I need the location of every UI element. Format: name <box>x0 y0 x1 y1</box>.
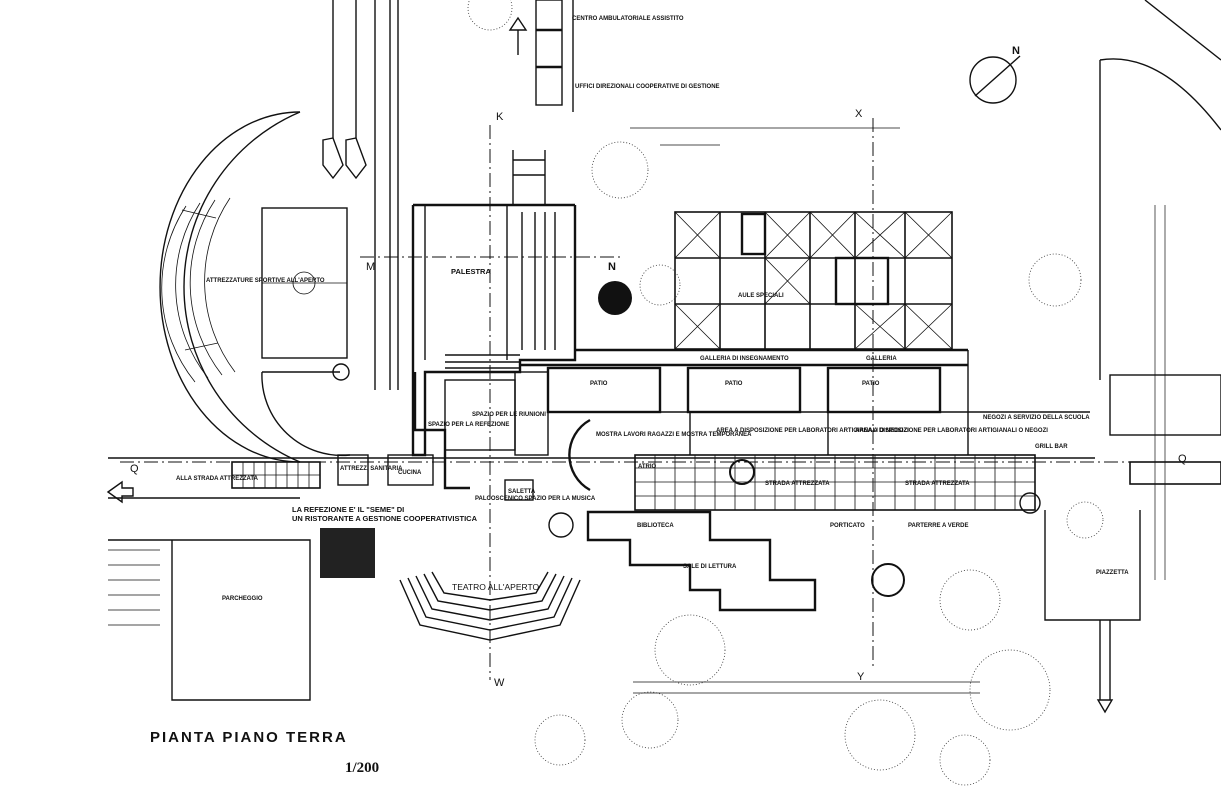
saletta-label: SALETTA <box>508 489 536 495</box>
plan-scale: 1/200 <box>345 760 379 776</box>
attrezzature-label: ATTREZZATURE SPORTIVE ALL'APERTO <box>206 278 325 284</box>
section-k: K <box>496 111 504 123</box>
patio-2-label: PATIO <box>725 381 743 387</box>
section-w: W <box>494 677 505 689</box>
north-label: N <box>1012 45 1020 57</box>
central-rooms: SPAZIO PER LA REFEZIONE SPAZIO PER LE RI… <box>413 371 1090 492</box>
aule-speciali: AULE SPECIALI <box>674 211 953 350</box>
area-lab-1-label: AREA A DISPOSIZIONE PER LABORATORI ARTIG… <box>716 428 909 434</box>
galleria-ins-label: GALLERIA DI INSEGNAMENTO <box>700 356 789 362</box>
teatro-label: TEATRO ALL'APERTO <box>452 582 540 592</box>
refezione-line-1: LA REFEZIONE E' IL "SEME" DI <box>292 505 404 514</box>
spazio-refezione-label: SPAZIO PER LA REFEZIONE <box>428 422 509 428</box>
section-lines: K X M Q Q W Y <box>120 16 1190 694</box>
area-lab-2-label: AREA A DISPOSIZIONE PER LABORATORI ARTIG… <box>855 428 1048 434</box>
refezione-line-2: UN RISTORANTE A GESTIONE COOPERATIVISTIC… <box>292 514 478 523</box>
strada-left-label: ALLA STRADA ATTREZZATA <box>176 476 259 482</box>
vegetation <box>467 0 1104 786</box>
sports-area: ATTREZZATURE SPORTIVE ALL'APERTO <box>159 0 399 463</box>
parcheggio-label: PARCHEGGIO <box>222 596 263 602</box>
centro-label: CENTRO AMBULATORIALE ASSISTITO <box>572 16 684 22</box>
biblioteca-block: BIBLIOTECA SALE DI LETTURA PORTICATO PAR… <box>548 510 968 612</box>
mostra-label: MOSTRA LAVORI RAGAZZI E MOSTRA TEMPORANE… <box>596 432 752 438</box>
plan-title: PIANTA PIANO TERRA <box>150 729 348 746</box>
parterre-label: PARTERRE A VERDE <box>908 523 968 529</box>
biblioteca-label: BIBLIOTECA <box>637 523 674 529</box>
uffici-label: UFFICI DIREZIONALI COOPERATIVE DI GESTIO… <box>575 84 720 90</box>
tree-dark <box>598 281 905 597</box>
strada-mid-label: STRADA ATTREZZATA <box>765 481 830 487</box>
north-arrow: N N <box>608 45 1021 273</box>
section-y: Y <box>857 671 865 683</box>
palcoscenico-label: PALCOSCENICO SPAZIO PER LA MUSICA <box>475 496 596 502</box>
grill-label: GRILL BAR <box>1035 444 1068 450</box>
parcheggio: PARCHEGGIO <box>108 539 311 701</box>
section-q-left: Q <box>130 463 139 475</box>
section-x: X <box>855 108 863 120</box>
section-m: M <box>366 261 375 273</box>
piazzetta-label: PIAZZETTA <box>1096 570 1129 576</box>
attrezz-label: ATTREZZ. SANITARIA <box>340 466 403 472</box>
north-label-tree: N <box>608 261 616 273</box>
cucina-label: CUCINA <box>398 470 422 476</box>
refezione-note: LA REFEZIONE E' IL "SEME" DI UN RISTORAN… <box>292 505 478 578</box>
offices-block: CENTRO AMBULATORIALE ASSISTITO UFFICI DI… <box>535 0 720 112</box>
spazio-riunioni-label: SPAZIO PER LE RIUNIONI <box>472 412 546 418</box>
restaurant-seal-block <box>320 528 375 578</box>
gallery-band: GALLERIA DI INSEGNAMENTO GALLERIA PATIO … <box>520 348 969 455</box>
piazzetta: PIAZZETTA <box>1044 0 1221 714</box>
strada-attrezzata: ALLA STRADA ATTREZZATA STRADA ATTREZZATA… <box>106 454 1095 514</box>
section-q-right: Q <box>1178 453 1187 465</box>
atrio-label: ATRIO <box>638 464 657 470</box>
patio-1-label: PATIO <box>590 381 608 387</box>
palestra-label: PALESTRA <box>451 267 491 276</box>
galleria-label: GALLERIA <box>866 356 897 362</box>
porticato-label: PORTICATO <box>830 523 865 529</box>
strada-right-label: STRADA ATTREZZATA <box>905 481 970 487</box>
sale-lettura-label: SALE DI LETTURA <box>683 564 737 570</box>
negozi-label: NEGOZI A SERVIZIO DELLA SCUOLA <box>983 415 1090 421</box>
aule-label: AULE SPECIALI <box>738 293 784 299</box>
patio-3-label: PATIO <box>862 381 880 387</box>
palestra-block: PALESTRA <box>411 150 577 457</box>
